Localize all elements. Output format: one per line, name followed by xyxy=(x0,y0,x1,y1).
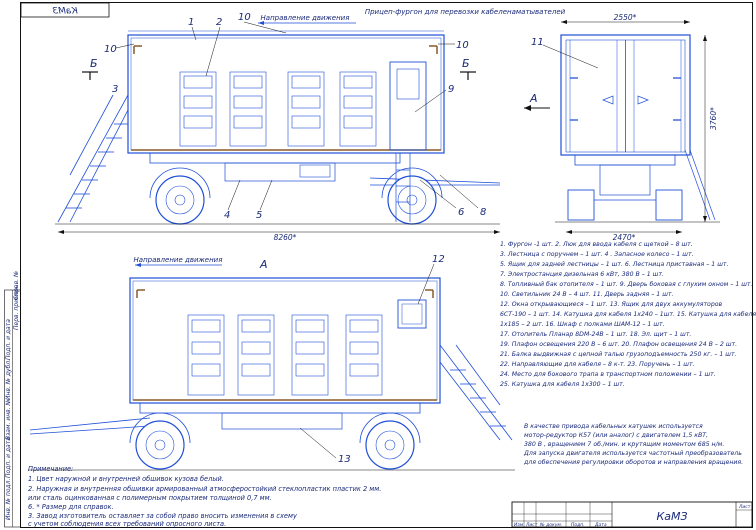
drive-note-line: мотор-редуктор К57 (или аналог) с двигат… xyxy=(524,432,708,439)
notes-title: Примечание: xyxy=(28,465,73,473)
title-block: Изм Лист № докум. Подп. Дата Лист КаМЗ xyxy=(511,501,753,528)
section-mark-right: Б xyxy=(462,57,470,70)
legend-line: 25. Катушка для кабеля 1х300 – 1 шт. xyxy=(500,380,625,388)
side-label-1: Инв. № подл. xyxy=(5,479,12,520)
callout-13: 13 xyxy=(338,454,351,465)
note-line: 1. Цвет наружной и внутренней обшивок ку… xyxy=(28,475,224,483)
view-a: Направление движения А 12 xyxy=(28,254,515,471)
stamp-top: КаМЗ xyxy=(52,7,78,17)
callout-3: 3 xyxy=(112,84,118,95)
tb-sheet-label: Лист xyxy=(738,504,751,510)
van-body-side xyxy=(127,34,445,154)
section-mark-left: Б xyxy=(90,57,98,70)
tb-col: № докум. xyxy=(539,522,562,528)
note-line: 2. Наружная и внутренняя обшивки армиров… xyxy=(28,485,381,493)
callout-2: 2 xyxy=(216,17,222,28)
callout-11: 11 xyxy=(531,37,544,48)
callout-9: 9 xyxy=(448,84,454,95)
legend-line: 1. Фургон -1 шт. 2. Люк для ввода кабеля… xyxy=(500,240,693,248)
side-view: Направление движения xyxy=(55,12,550,242)
note-line: 3. Завод изготовитель оставляет за собой… xyxy=(28,512,297,520)
legend: 1. Фургон -1 шт. 2. Люк для ввода кабеля… xyxy=(500,240,756,388)
rear-view: 2550* 11 3760* 2470* xyxy=(531,13,720,242)
legend-line: 10. Светильник 24 В – 4 шт. 11. Дверь за… xyxy=(500,291,673,298)
drive-note-line: 380 В , вращением 7 об./мин. и крутящим … xyxy=(524,440,724,448)
view-mark-side: А xyxy=(529,92,538,105)
note-line: 6. * Размер для справок. xyxy=(28,503,114,511)
side-label-5: Подп. и дата xyxy=(5,319,12,360)
legend-line: 22. Направляющие для кабеля – 8 к-т. 23.… xyxy=(500,360,695,368)
stamp-bottom: КаМЗ xyxy=(656,510,687,523)
legend-line: 19. Плафон освещения 220 В – 6 шт. 20. П… xyxy=(500,341,737,348)
drive-note-line: для обеспечения регулировки оборотов и н… xyxy=(523,458,743,466)
callout-8: 8 xyxy=(480,207,486,218)
side-label-2: Подп. и дата xyxy=(5,437,12,478)
general-notes: Примечание: 1. Цвет наружной и внутренне… xyxy=(28,465,381,528)
tb-col: Подп. xyxy=(571,522,585,528)
side-label-4: Инв. № дубл. xyxy=(5,359,12,400)
side-column-labels: Инв. № подл. Подп. и дата Взам. инв. № И… xyxy=(5,271,20,520)
legend-line: 5. Ящик для задней лестницы – 1 шт. 6. Л… xyxy=(500,261,728,268)
callout-12: 12 xyxy=(432,254,445,265)
dim-width-bottom: 2470* xyxy=(613,233,636,242)
callout-4: 4 xyxy=(224,210,230,221)
drive-note-line: В качестве привода кабельных катушек исп… xyxy=(524,422,703,430)
drawing-title: Прицеп-фургон для перевозки кабеленаматы… xyxy=(365,8,566,16)
dim-width-top: 2550* xyxy=(614,13,637,22)
dim-height: 3760* xyxy=(709,107,718,130)
side-label-7: Справ. № xyxy=(13,271,20,300)
drive-note-line: Для запуска двигателя используется часто… xyxy=(523,449,742,457)
tb-col: Дата xyxy=(594,522,607,528)
callout-1: 1 xyxy=(188,17,194,28)
callout-10-b: 10 xyxy=(104,44,117,55)
direction-label-bottom: Направление движения xyxy=(134,256,223,264)
note-line: с учетом соблюдения всех требований опро… xyxy=(28,520,226,528)
drive-note: В качестве привода кабельных катушек исп… xyxy=(523,422,743,466)
sheet-frame xyxy=(20,2,753,528)
rear-stairs xyxy=(57,94,129,223)
legend-line: 7. Электростанция дизельная 6 кВт, 380 В… xyxy=(500,271,664,278)
legend-line: 17. Отопитель Планар 8DМ-24В – 1 шт. 18.… xyxy=(500,331,691,338)
legend-line: 1х185 – 2 шт. 16. Шкаф с полками ШАМ-12 … xyxy=(500,321,665,328)
side-door xyxy=(389,61,427,151)
side-label-6: Перв. примен. xyxy=(13,285,20,330)
legend-line: 8. Топливный бак отопителя – 1 шт. 9. Дв… xyxy=(500,280,753,288)
side-label-3: Взам. инв. № xyxy=(5,399,12,440)
view-mark-top: А xyxy=(259,258,268,271)
callout-6: 6 xyxy=(458,207,464,218)
tb-col: Изм xyxy=(514,522,524,528)
callout-5: 5 xyxy=(256,210,262,221)
window xyxy=(397,299,427,329)
van-body-top xyxy=(129,277,441,404)
dim-length: 8260* xyxy=(274,233,297,242)
legend-line: 3. Лестница с поручнем – 1 шт. 4 . Запас… xyxy=(500,251,694,258)
side-callouts: 1 2 3 4 5 6 8 9 10 10 10 xyxy=(104,12,486,221)
callout-10-a: 10 xyxy=(238,12,251,23)
note-line: или сталь оцинкованная с полимерным покр… xyxy=(28,494,272,502)
legend-line: 12. Окна открывающиеся – 1 шт. 13. Ящик … xyxy=(500,301,723,308)
direction-label-top: Направление движения xyxy=(261,14,350,22)
legend-line: 6СТ-190 – 1 шт. 14. Катушка для кабеля 1… xyxy=(500,310,756,318)
legend-line: 21. Балка выдвижная с цепной талью грузо… xyxy=(500,351,737,358)
legend-line: 24. Место для бокового трапа в транспорт… xyxy=(500,370,716,378)
stamp-box-top xyxy=(20,2,110,18)
tb-col: Лист xyxy=(525,522,538,528)
callout-10-c: 10 xyxy=(456,40,469,51)
